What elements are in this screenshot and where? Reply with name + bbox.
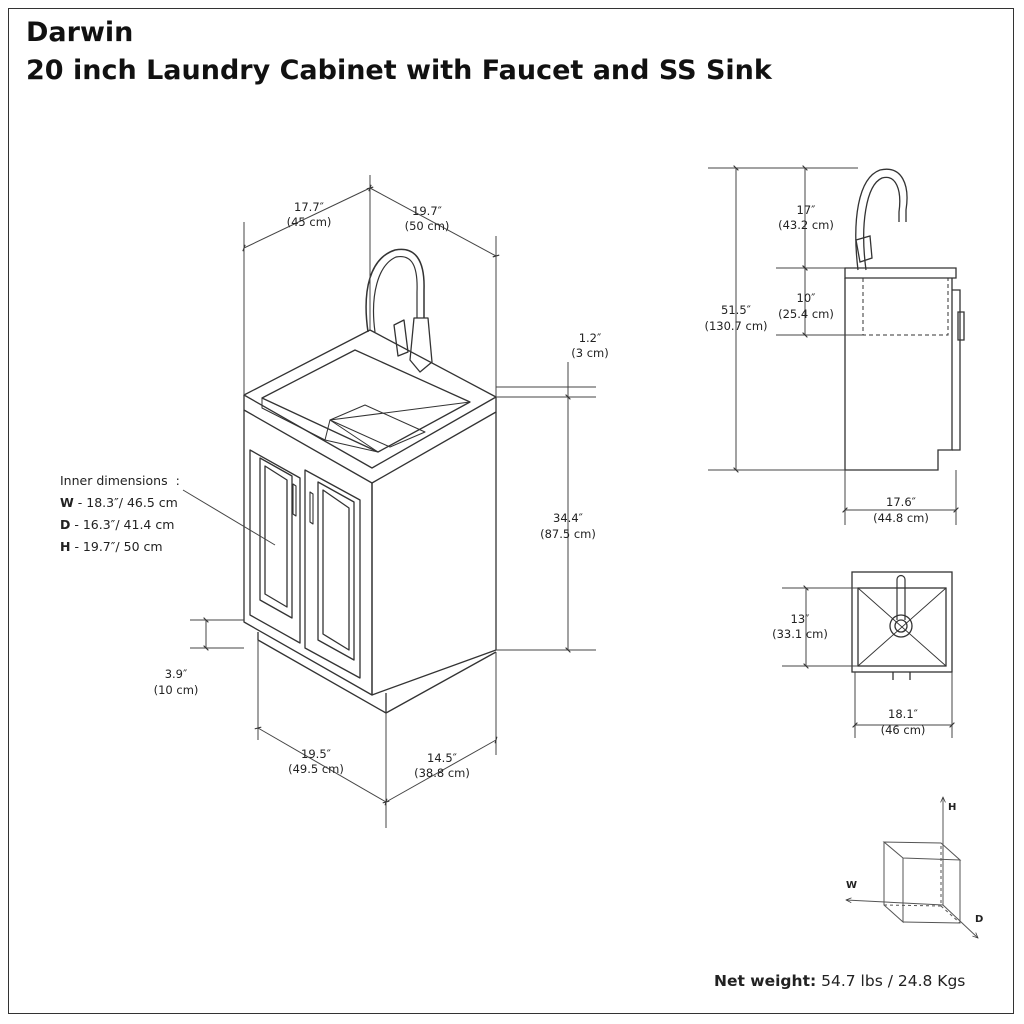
side-handle	[957, 311, 965, 341]
dim-top-right-cm: (50 cm)	[405, 219, 450, 233]
dim-top-left-in: 17.7″	[294, 200, 325, 214]
faucet-neck-inner	[372, 255, 418, 333]
top-faucet	[896, 574, 906, 620]
axis-labels: H W D	[846, 802, 983, 925]
inner-value-w: - 18.3″/ 46.5 cm	[73, 495, 178, 510]
product-name: 20 inch Laundry Cabinet with Faucet and …	[26, 55, 772, 86]
dim-base-depth-in: 14.5″	[427, 751, 458, 765]
left-door-panel	[259, 457, 293, 619]
left-door	[249, 449, 301, 644]
dim-toe-kick-cm: (10 cm)	[154, 683, 199, 697]
inner-row-w: W - 18.3″/ 46.5 cm	[60, 492, 180, 514]
right-door-panel	[317, 481, 355, 661]
top-basin	[857, 587, 947, 667]
dim-lip-in: 1.2″	[579, 331, 602, 345]
inner-heading-colon: :	[175, 473, 180, 488]
side-faucet-lever	[855, 235, 873, 263]
top-dimensions	[782, 585, 955, 738]
faucet-spray-head	[409, 317, 433, 373]
brand-name: Darwin	[26, 17, 134, 48]
axis-h-label: H	[948, 802, 956, 813]
inner-key-d: D	[60, 517, 71, 532]
basin-floor	[329, 404, 426, 448]
left-handle	[292, 483, 297, 517]
top-drain	[889, 614, 913, 638]
cabinet-right	[371, 412, 497, 696]
dim-top-depth-in: 13″	[791, 612, 811, 626]
dim-top-right-in: 19.7″	[412, 204, 443, 218]
axis-cube	[846, 797, 978, 938]
toe-kick	[257, 632, 497, 714]
side-countertop	[844, 267, 957, 279]
top-view	[851, 571, 953, 680]
inner-key-w: W	[60, 495, 74, 510]
side-faucet	[855, 168, 908, 271]
dim-top-width-cm: (46 cm)	[881, 723, 926, 737]
dim-cabinet-height-in: 34.4″	[553, 511, 584, 525]
dim-top-depth-cm: (33.1 cm)	[772, 627, 828, 641]
dim-faucet-height-in: 17″	[797, 203, 817, 217]
cabinet-front	[243, 410, 373, 696]
side-basin-hidden	[862, 278, 949, 336]
sink-top	[243, 329, 497, 469]
dim-cabinet-height-cm: (87.5 cm)	[540, 527, 596, 541]
dim-basin-depth-in: 10″	[797, 291, 817, 305]
dim-side-depth-in: 17.6″	[886, 495, 917, 509]
inner-row-h: H - 19.7″/ 50 cm	[60, 536, 180, 558]
dimension-labels: 17.7″ (45 cm) 19.7″ (50 cm) 1.2″ (3 cm) …	[154, 200, 929, 780]
isometric-dimensions	[182, 175, 596, 828]
dim-base-depth-cm: (38.8 cm)	[414, 766, 470, 780]
dim-side-depth-cm: (44.8 cm)	[873, 511, 929, 525]
top-legs	[892, 672, 911, 680]
dim-base-width-in: 19.5″	[301, 747, 332, 761]
inner-dimensions: Inner dimensions : W - 18.3″/ 46.5 cm D …	[60, 470, 180, 558]
basin-inner	[261, 398, 471, 453]
side-door-edge	[952, 289, 961, 451]
inner-key-h: H	[60, 539, 71, 554]
axis-d-label: D	[975, 914, 983, 925]
dim-total-height-in: 51.5″	[721, 303, 752, 317]
inner-heading-text: Inner dimensions	[60, 473, 168, 488]
isometric-view	[243, 248, 497, 714]
net-weight-value: 54.7 lbs / 24.8 Kgs	[816, 972, 966, 990]
net-weight: Net weight: 54.7 lbs / 24.8 Kgs	[714, 972, 965, 990]
inner-value-h: - 19.7″/ 50 cm	[70, 539, 163, 554]
right-door	[304, 469, 361, 679]
side-view	[844, 168, 965, 471]
page-frame	[8, 8, 1014, 1014]
inner-dimensions-heading: Inner dimensions :	[60, 470, 180, 492]
faucet-body	[393, 319, 409, 357]
dim-lip-cm: (3 cm)	[571, 346, 608, 360]
dim-faucet-height-cm: (43.2 cm)	[778, 218, 834, 232]
axis-w-label: W	[846, 880, 857, 891]
dim-top-width-in: 18.1″	[888, 707, 919, 721]
dim-toe-kick-in: 3.9″	[165, 667, 188, 681]
product-title: Darwin 20 inch Laundry Cabinet with Fauc…	[26, 14, 772, 90]
dim-top-left-cm: (45 cm)	[287, 215, 332, 229]
top-outer	[851, 571, 953, 673]
net-weight-label: Net weight:	[714, 972, 817, 990]
dim-base-width-cm: (49.5 cm)	[288, 762, 344, 776]
dim-total-height-cm: (130.7 cm)	[704, 319, 767, 333]
side-cabinet	[844, 278, 953, 471]
side-dimensions	[708, 165, 959, 525]
inner-value-d: - 16.3″/ 41.4 cm	[70, 517, 175, 532]
dim-basin-depth-cm: (25.4 cm)	[778, 307, 834, 321]
right-handle	[309, 491, 314, 525]
inner-row-d: D - 16.3″/ 41.4 cm	[60, 514, 180, 536]
